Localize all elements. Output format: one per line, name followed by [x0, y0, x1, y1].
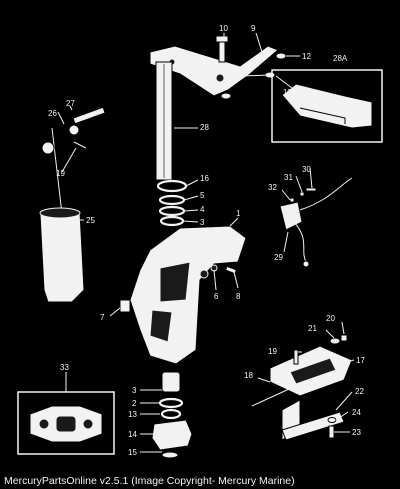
ring-16[interactable] [156, 179, 188, 193]
callout-7: 7 [100, 313, 105, 322]
callout-19a: 19 [56, 169, 65, 178]
callout-30: 30 [302, 165, 311, 174]
ring-2[interactable] [158, 397, 184, 409]
callout-11: 11 [283, 88, 292, 97]
callout-27: 27 [66, 99, 75, 108]
callout-9: 9 [251, 24, 256, 33]
callout-24: 24 [352, 408, 361, 417]
callout-28a: 28A [333, 54, 348, 63]
callout-12: 12 [302, 52, 311, 61]
leader-lines [57, 32, 355, 453]
callout-29: 29 [274, 253, 283, 262]
trim-sender-29[interactable] [279, 177, 353, 268]
yoke-14[interactable] [151, 419, 193, 451]
cap-26[interactable] [68, 124, 80, 136]
callout-4: 4 [200, 205, 205, 214]
ring-3-upper[interactable] [159, 215, 185, 227]
callout-31: 31 [284, 173, 293, 182]
pin-27[interactable] [72, 106, 106, 125]
swivel-bracket[interactable] [129, 225, 247, 365]
bushing-3-lower[interactable] [161, 371, 181, 393]
callout-25: 25 [86, 216, 95, 225]
screw-32[interactable] [289, 197, 295, 203]
ring-4[interactable] [158, 205, 186, 217]
callout-8: 8 [236, 292, 241, 301]
callout-labels: 10 9 12 28A 11 27 26 28 19 16 30 31 32 5… [48, 24, 365, 457]
washer-21[interactable] [329, 337, 341, 345]
callout-2: 2 [132, 399, 137, 408]
washer-24[interactable] [327, 417, 337, 423]
washer-15[interactable] [161, 451, 179, 459]
callout-28: 28 [200, 123, 209, 132]
steering-arm[interactable] [149, 45, 279, 97]
bolt-10[interactable] [215, 35, 229, 63]
ring-13[interactable] [160, 408, 182, 420]
callout-21: 21 [308, 324, 317, 333]
callout-32: 32 [268, 183, 277, 192]
ring-5[interactable] [158, 194, 186, 206]
washer-11b[interactable] [220, 92, 232, 100]
callout-16: 16 [200, 174, 209, 183]
pin-7[interactable] [119, 299, 131, 313]
callout-33: 33 [60, 363, 69, 372]
callout-14: 14 [128, 430, 137, 439]
trim-cylinder[interactable] [39, 127, 85, 303]
callout-23: 23 [352, 428, 361, 437]
callout-5: 5 [200, 191, 205, 200]
callout-20: 20 [326, 314, 335, 323]
callout-15: 15 [128, 448, 137, 457]
cotter-19a[interactable] [73, 141, 87, 149]
screw-20[interactable] [340, 334, 348, 342]
exploded-parts-diagram: 10 9 12 28A 11 27 26 28 19 16 30 31 32 5… [17, 24, 383, 459]
callout-3a: 3 [200, 218, 205, 227]
callout-10: 10 [219, 24, 228, 33]
washer-12[interactable] [275, 52, 287, 60]
callout-13: 13 [128, 410, 137, 419]
detail-33-box [17, 391, 115, 455]
swivel-tube[interactable] [155, 61, 173, 181]
callout-17: 17 [356, 356, 365, 365]
washer-31[interactable] [299, 191, 305, 197]
callout-22: 22 [355, 387, 364, 396]
callout-18: 18 [244, 371, 253, 380]
callout-19b: 19 [268, 347, 277, 356]
callout-26: 26 [48, 109, 57, 118]
detail-28a-box [271, 69, 383, 143]
pin-19b[interactable] [293, 349, 299, 365]
screw-30[interactable] [305, 187, 317, 192]
callout-1: 1 [236, 209, 241, 218]
callout-3b: 3 [132, 386, 137, 395]
image-caption: MercuryPartsOnline v2.5.1 (Image Copyrig… [4, 475, 295, 487]
callout-6: 6 [214, 292, 219, 301]
screw-8[interactable] [224, 265, 238, 275]
screw-23[interactable] [328, 425, 335, 439]
tilt-lock-17[interactable] [269, 345, 353, 397]
rod-18[interactable] [251, 383, 301, 407]
